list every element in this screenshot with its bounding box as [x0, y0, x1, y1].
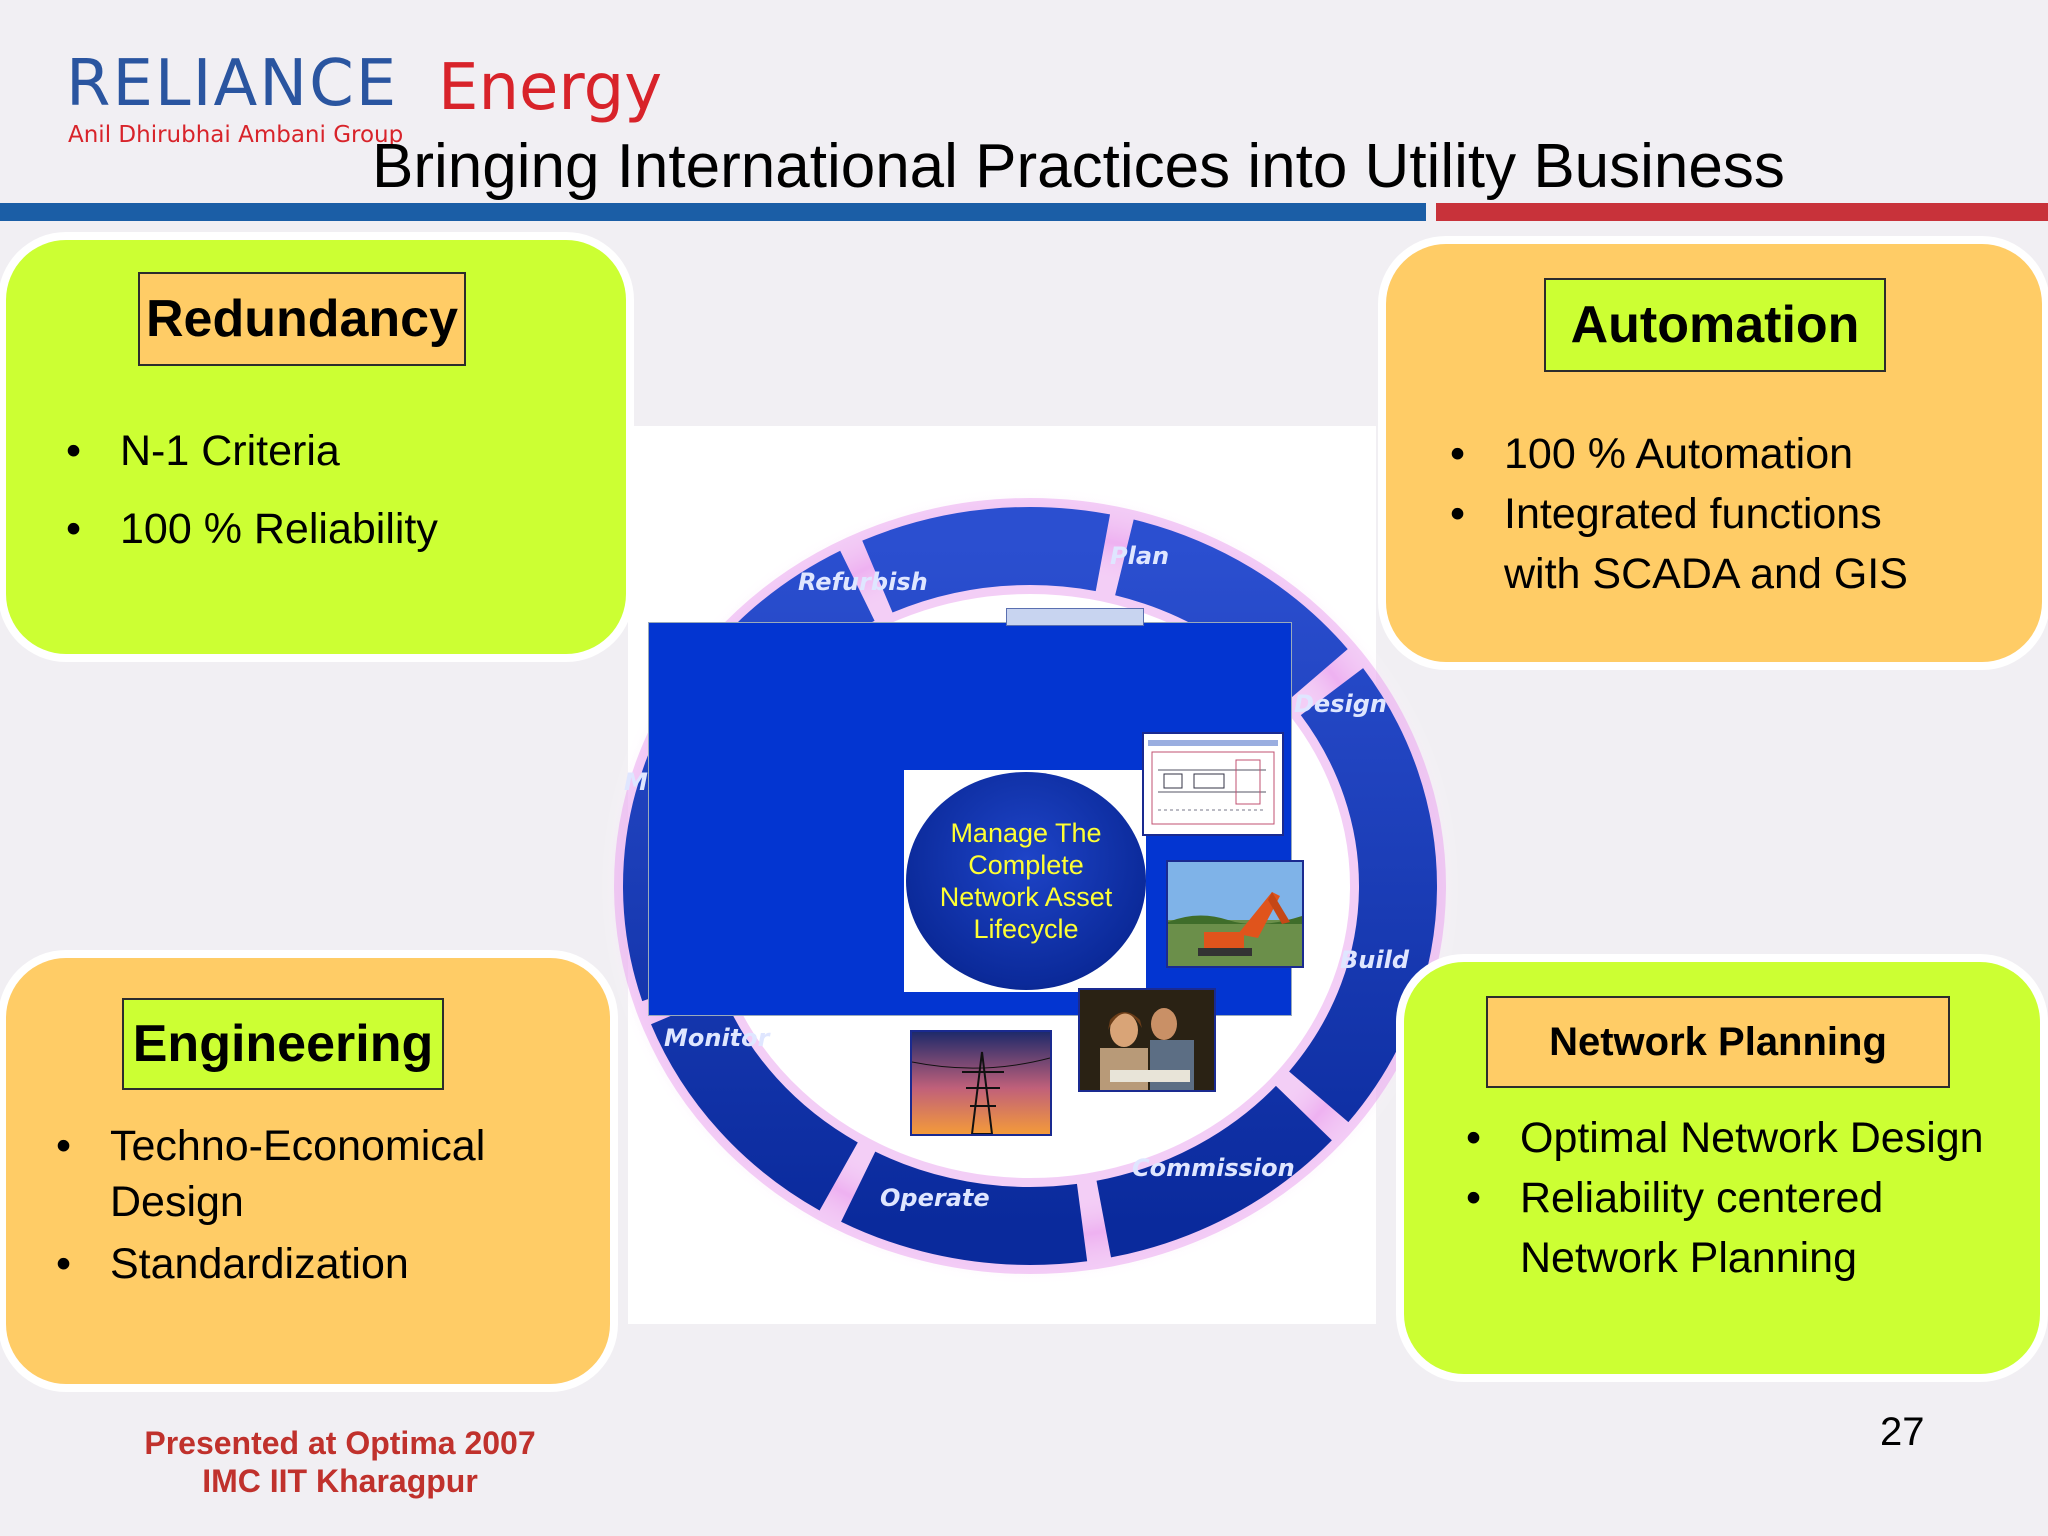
network-planning-title: Network Planning [1486, 996, 1950, 1088]
automation-title: Automation [1544, 278, 1886, 372]
window-strip [1006, 608, 1144, 626]
presentation-footer: Presented at Optima 2007 IMC IIT Kharagp… [130, 1424, 550, 1500]
network-planning-box: Network Planning Optimal Network Design … [1404, 962, 2040, 1374]
header-divider-red [1436, 203, 2048, 221]
footer-line-1: Presented at Optima 2007 [144, 1425, 536, 1461]
logo-group-tagline: Anil Dhirubhai Ambani Group [68, 122, 404, 148]
stage-maintain-partial: M [624, 768, 648, 796]
redundancy-list: N-1 Criteria 100 % Reliability [66, 412, 438, 568]
stage-refurbish: Refurbish [798, 568, 928, 596]
network-planning-list: Optimal Network Design Reliability cente… [1466, 1108, 2026, 1288]
redundancy-title: Redundancy [138, 272, 466, 366]
list-item: Reliability centered Network Planning [1466, 1168, 2026, 1288]
stage-commission: Commission [1132, 1154, 1295, 1182]
header-divider-blue [0, 203, 1426, 221]
power-tower-sunset-photo [910, 1030, 1052, 1136]
automation-list: 100 % Automation Integrated functions wi… [1450, 424, 1970, 604]
footer-line-2: IMC IIT Kharagpur [202, 1463, 478, 1499]
stage-monitor: Monitor [664, 1024, 770, 1052]
lifecycle-hub: Manage The Complete Network Asset Lifecy… [906, 772, 1146, 990]
hub-text: Manage The Complete Network Asset Lifecy… [939, 818, 1113, 944]
list-item: Optimal Network Design [1466, 1108, 2026, 1168]
stage-plan: Plan [1110, 542, 1170, 570]
engineering-title: Engineering [122, 998, 444, 1090]
list-item: N-1 Criteria [66, 412, 438, 490]
slide-title: Bringing International Practices into Ut… [372, 132, 1785, 201]
automation-box: Automation 100 % Automation Integrated f… [1386, 244, 2042, 662]
list-item: Integrated functions with SCADA and GIS [1450, 484, 1970, 604]
page-number: 27 [1880, 1410, 1925, 1454]
stage-build: Build [1340, 946, 1410, 974]
energy-logo-wordmark: Energy [438, 51, 663, 125]
list-item: 100 % Reliability [66, 490, 438, 568]
redundancy-box: Redundancy N-1 Criteria 100 % Reliabilit… [6, 240, 626, 654]
stage-design: Design [1294, 690, 1387, 718]
list-item: 100 % Automation [1450, 424, 1970, 484]
excavator-photo [1166, 860, 1304, 968]
stage-operate: Operate [880, 1184, 990, 1212]
engineering-list: Techno-Economical Design Standardization [56, 1118, 576, 1292]
engineers-photo [1078, 988, 1216, 1092]
engineering-box: Engineering Techno-Economical Design Sta… [6, 958, 610, 1384]
list-item: Standardization [56, 1236, 576, 1292]
list-item: Techno-Economical Design [56, 1118, 576, 1230]
reliance-logo-wordmark: RELIANCE [66, 47, 399, 121]
network-drawing-image [1142, 732, 1284, 836]
